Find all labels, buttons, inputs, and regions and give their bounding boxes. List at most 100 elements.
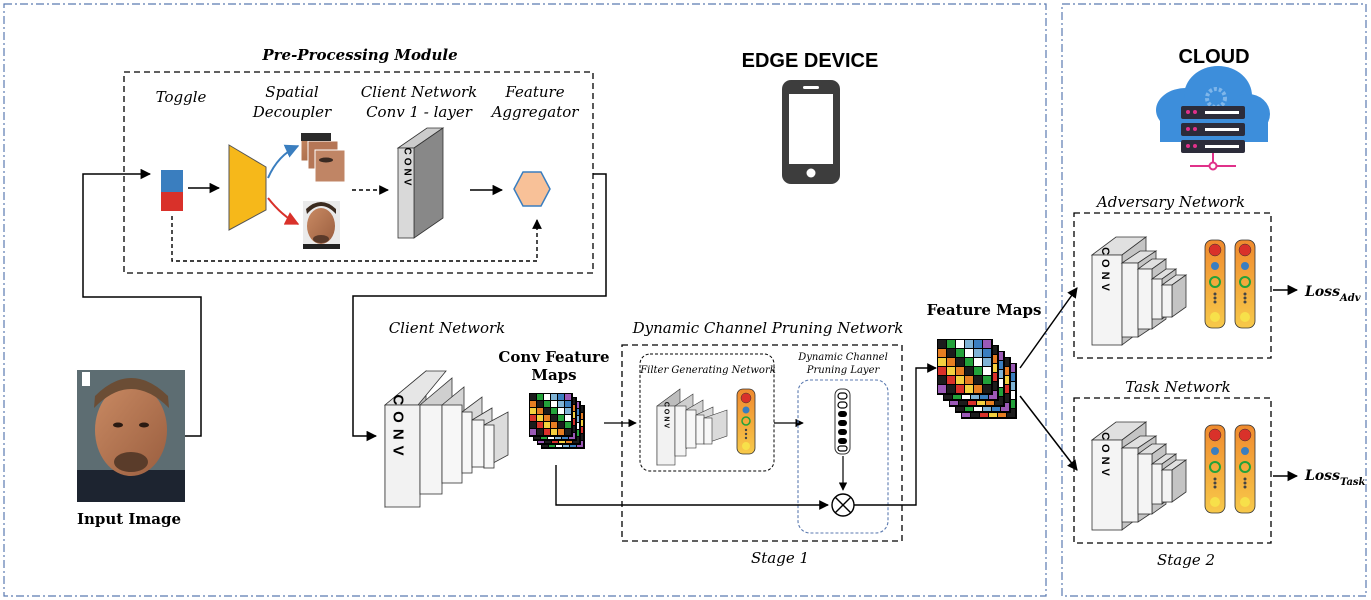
conv-feature-map-cell xyxy=(558,401,564,407)
arrow-decoupler-red xyxy=(267,197,300,225)
conv-feature-map-cell xyxy=(537,415,543,421)
fc-node-red xyxy=(1238,428,1252,442)
feature-aggregator-label-1: Feature xyxy=(504,83,564,101)
face-thumbnail-icon xyxy=(303,201,340,249)
feature-map-cell xyxy=(974,385,982,393)
conv-feature-map-cell xyxy=(565,401,571,407)
feature-map-cell xyxy=(938,349,946,357)
fc-node-green xyxy=(1209,461,1221,473)
fc-node-green xyxy=(1239,461,1251,473)
feature-map-cell xyxy=(965,358,973,366)
pruning-layer-label-2: Pruning Layer xyxy=(806,365,881,376)
arrow-cfm-multiply xyxy=(555,465,829,510)
conv-feature-map-cell xyxy=(537,422,543,428)
fc-node-green xyxy=(1209,276,1221,288)
feature-map-cell xyxy=(947,385,955,393)
fc-bar xyxy=(1234,239,1256,329)
feature-map-cell xyxy=(956,367,964,375)
client-conv-label-1: Client Network xyxy=(361,83,478,101)
conv-feature-map-cell xyxy=(530,408,536,414)
conv-feature-map-cell xyxy=(537,408,543,414)
task-conv-stack xyxy=(1090,421,1188,531)
conv-block-front xyxy=(1137,453,1153,515)
feature-map-cell xyxy=(956,349,964,357)
client-network-label: Client Network xyxy=(389,319,506,337)
adversary-network-label: Adversary Network xyxy=(1095,193,1245,211)
feature-map-cell xyxy=(974,358,982,366)
pruning-mask-column xyxy=(834,388,851,455)
fc-dot xyxy=(1213,300,1217,304)
arrow-multiply-featuremaps xyxy=(854,363,937,506)
feature-map-cell xyxy=(956,385,964,393)
arrow-input-preprocessing xyxy=(82,168,202,437)
fc-dot xyxy=(1243,300,1247,304)
cloud-panel xyxy=(1061,3,1367,597)
preprocessing-title: Pre-Processing Module xyxy=(261,46,457,64)
pruning-layer-box xyxy=(797,379,889,534)
fc-node-red xyxy=(1238,243,1252,257)
conv-block-front xyxy=(1151,463,1163,505)
smartphone-icon xyxy=(782,80,840,184)
feature-aggregator-hexagon xyxy=(513,171,551,207)
fc-node-green xyxy=(1239,276,1251,288)
preprocessing-box xyxy=(123,71,594,274)
conv-feature-map-cell xyxy=(565,422,571,428)
fc-node-blue xyxy=(1211,262,1219,270)
conv-block-front xyxy=(1121,262,1139,338)
client-conv-layer-icon xyxy=(396,127,445,239)
arrow-preprocessing-client xyxy=(352,173,607,442)
client-conv-label-2: Conv 1 - layer xyxy=(366,103,473,121)
feature-map-cell xyxy=(938,340,946,348)
fc-dot xyxy=(1213,481,1217,485)
feature-map-cell xyxy=(974,376,982,384)
fc-node-blue xyxy=(1211,447,1219,455)
filter-generating-conv-stack xyxy=(656,388,728,466)
feature-map-cell xyxy=(938,367,946,375)
conv-feature-map-cell xyxy=(558,429,564,435)
conv-feature-map-cell xyxy=(544,408,550,414)
toggle-icon xyxy=(161,170,183,211)
feature-map-cell xyxy=(974,340,982,348)
conv-block-front xyxy=(1121,447,1139,523)
feature-map-cell xyxy=(965,349,973,357)
feature-map-cell xyxy=(974,367,982,375)
filter-generating-box xyxy=(639,353,775,472)
conv-feature-map-cell xyxy=(530,422,536,428)
conv-feature-map-cell xyxy=(537,401,543,407)
loss-task-label: LossTask xyxy=(1304,468,1366,488)
cloud-server-icon xyxy=(1156,66,1270,171)
filter-generating-fc-bar xyxy=(736,388,756,455)
conv-feature-map-cell xyxy=(544,394,550,400)
fc-bar xyxy=(1204,424,1226,514)
conv-feature-map-cell xyxy=(544,401,550,407)
toggle-label: Toggle xyxy=(156,88,207,106)
edge-panel xyxy=(3,3,1047,597)
conv-feature-maps-label-2: Maps xyxy=(531,366,576,384)
conv-feature-map-cell xyxy=(565,408,571,414)
fc-node-red xyxy=(1208,243,1222,257)
fc-dot xyxy=(1213,296,1217,300)
feature-map-cell xyxy=(947,367,955,375)
spatial-decoupler-label-1: Spatial xyxy=(265,83,319,101)
multiply-icon xyxy=(831,493,855,517)
client-conv-text: CONV xyxy=(402,148,413,189)
feature-maps-icon xyxy=(937,339,1017,419)
input-image xyxy=(77,370,185,502)
conv-feature-maps-label-1: Conv Feature xyxy=(498,348,609,366)
conv-block-front xyxy=(1151,278,1163,320)
feature-map-cell xyxy=(938,385,946,393)
conv-feature-map-cell xyxy=(551,408,557,414)
task-network-label: Task Network xyxy=(1125,378,1231,396)
fc-dot xyxy=(1213,477,1217,481)
feature-maps-label: Feature Maps xyxy=(927,301,1042,319)
conv-feature-map-cell xyxy=(558,415,564,421)
task-fc-bars xyxy=(1204,424,1256,514)
adversary-conv-stack xyxy=(1090,236,1188,346)
fc-node-yellow xyxy=(1210,497,1220,507)
conv-feature-map-cell xyxy=(565,429,571,435)
conv-feature-map-cell xyxy=(544,429,550,435)
feature-map-cell xyxy=(983,340,991,348)
conv-feature-map-cell xyxy=(530,415,536,421)
conv-feature-map-cell xyxy=(551,422,557,428)
